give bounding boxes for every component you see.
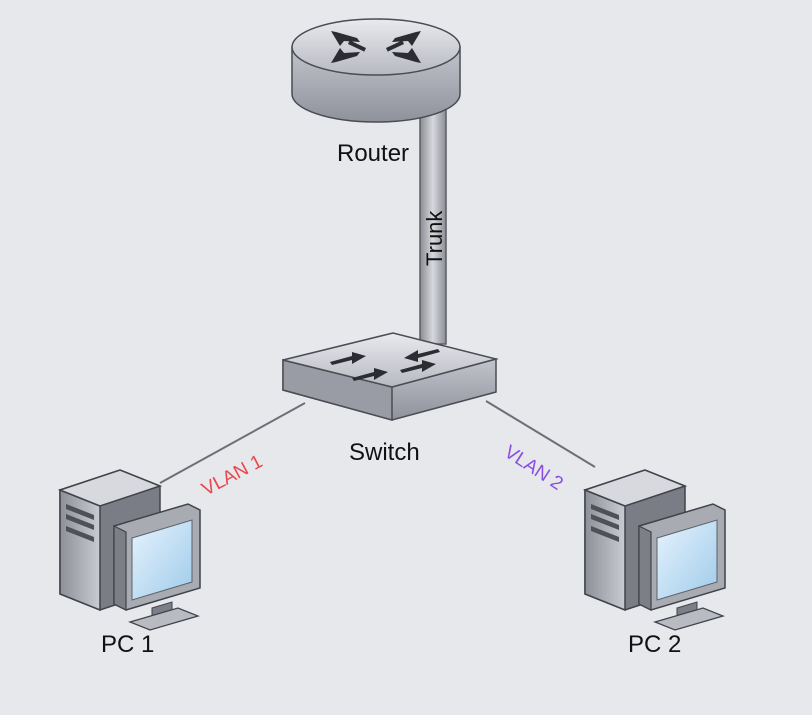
router-label: Router [337,140,409,167]
vlan1-label: VLAN 1 [198,451,266,500]
trunk-link [419,107,447,345]
pc2-label: PC 2 [628,631,681,658]
pc1-label: PC 1 [101,631,154,658]
pc2-icon [584,469,726,631]
vlan2-link [485,400,596,468]
pc1-icon [59,469,201,631]
router-icon [291,18,461,123]
vlan2-label: VLAN 2 [500,442,566,495]
vlan1-link [159,402,306,484]
switch-icon [282,332,499,421]
switch-label: Switch [349,439,420,466]
trunk-label: Trunk [422,210,447,266]
